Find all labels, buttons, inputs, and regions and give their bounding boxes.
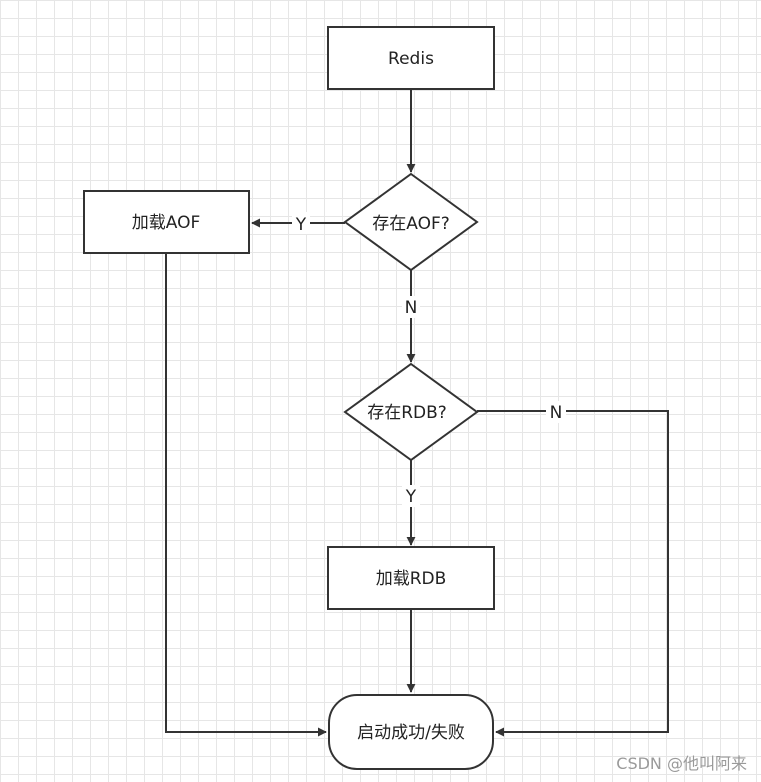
watermark: CSDN @他叫阿来 bbox=[616, 754, 747, 773]
node-exists-rdb-label: 存在RDB? bbox=[367, 403, 447, 423]
node-start-result bbox=[328, 694, 494, 770]
node-load-aof-label: 加载AOF bbox=[132, 213, 201, 233]
node-exists-aof bbox=[343, 172, 479, 272]
node-redis-label: Redis bbox=[388, 49, 434, 69]
edge-load-aof-to-start bbox=[165, 253, 327, 737]
node-redis bbox=[327, 26, 495, 90]
edge-rdb-no bbox=[477, 410, 669, 737]
node-load-rdb-label: 加载RDB bbox=[376, 569, 447, 589]
edge-label-rdb-yes: Y bbox=[405, 487, 417, 507]
node-load-rdb bbox=[327, 546, 495, 610]
edge-label-rdb-no: N bbox=[550, 403, 563, 423]
node-load-aof bbox=[83, 190, 250, 254]
node-exists-rdb bbox=[343, 362, 479, 462]
node-exists-aof-label: 存在AOF? bbox=[372, 214, 450, 234]
edge-label-aof-no: N bbox=[405, 298, 418, 318]
edge-label-aof-yes: Y bbox=[295, 215, 307, 235]
node-start-result-label: 启动成功/失败 bbox=[357, 723, 465, 743]
